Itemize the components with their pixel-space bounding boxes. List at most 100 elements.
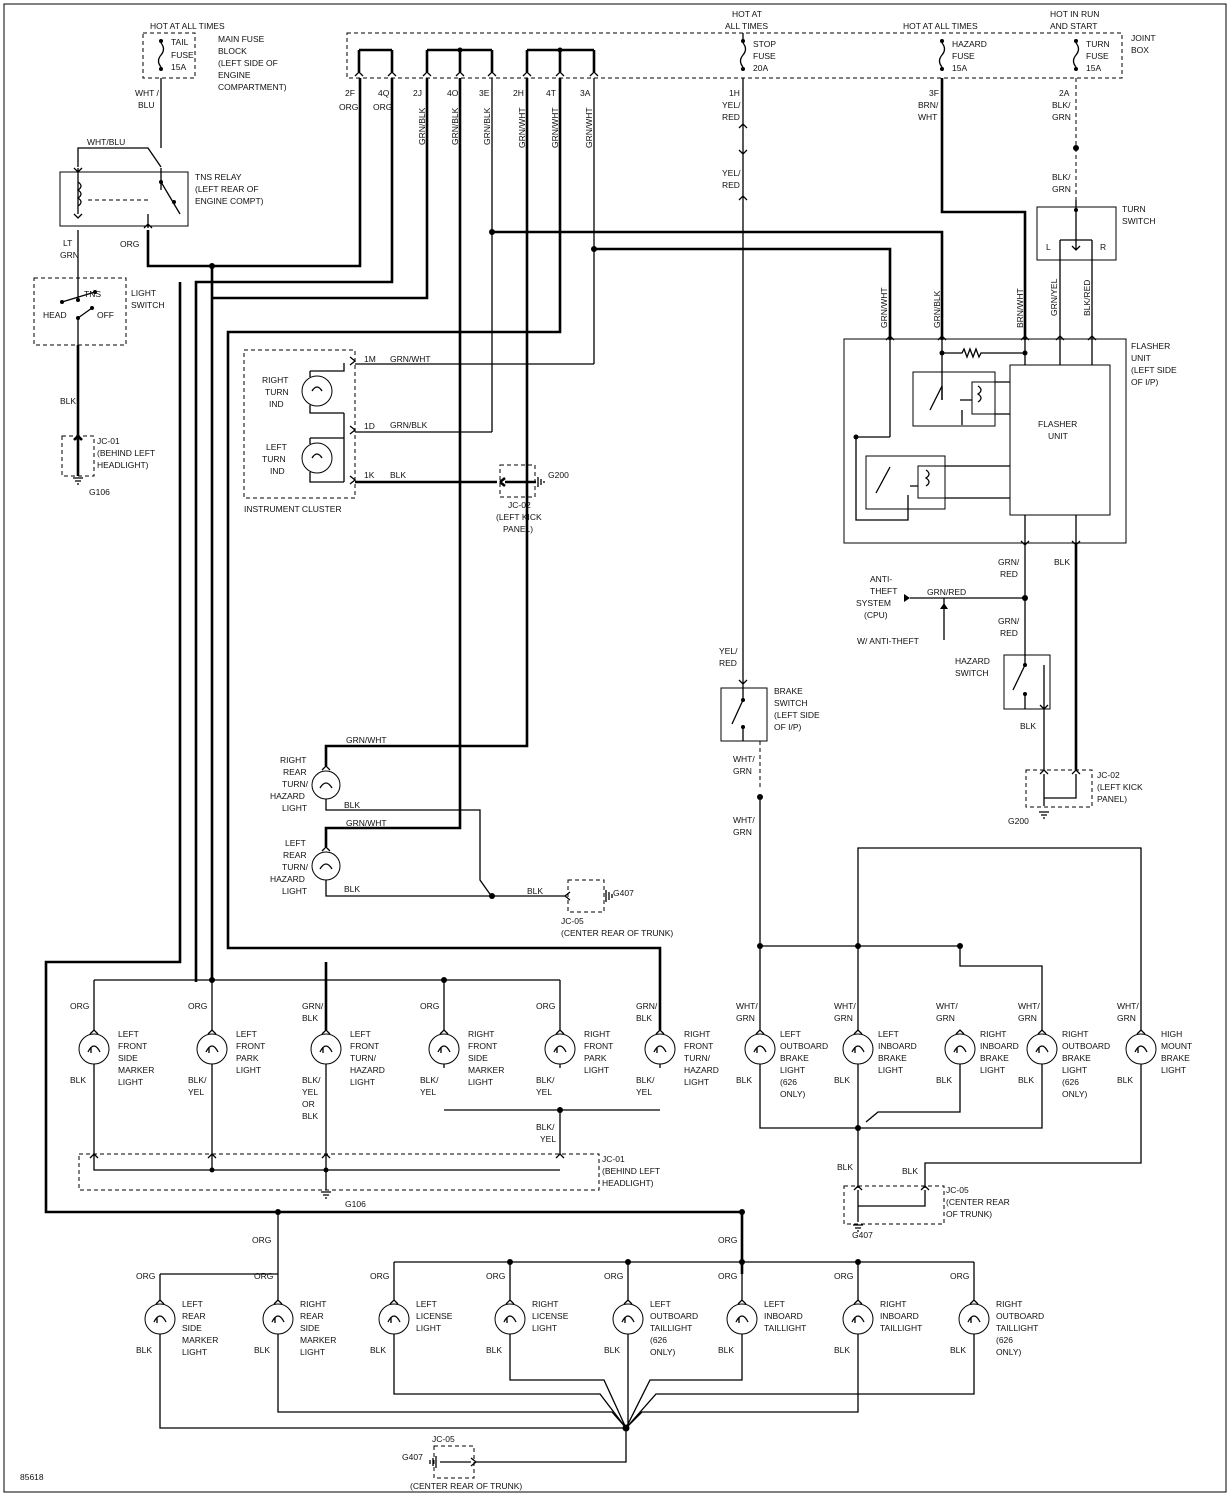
svg-text:MARKER: MARKER bbox=[182, 1335, 218, 1345]
svg-text:BLK: BLK bbox=[486, 1345, 502, 1355]
svg-text:ORG: ORG bbox=[604, 1271, 623, 1281]
svg-text:FRONT: FRONT bbox=[350, 1041, 379, 1051]
svg-text:LEFT: LEFT bbox=[182, 1299, 203, 1309]
tns-relay-label: TNS RELAY (LEFT REAR OF ENGINE COMPT) bbox=[195, 172, 264, 206]
wire-org-4q bbox=[194, 78, 394, 982]
svg-text:ORG: ORG bbox=[486, 1271, 505, 1281]
svg-text:LIGHT: LIGHT bbox=[182, 1347, 207, 1357]
svg-text:BLK: BLK bbox=[302, 1013, 318, 1023]
wire-2j bbox=[212, 78, 429, 300]
svg-text:1D: 1D bbox=[364, 421, 375, 431]
svg-text:FRONT: FRONT bbox=[584, 1041, 613, 1051]
svg-text:G200: G200 bbox=[548, 470, 569, 480]
svg-text:15A: 15A bbox=[952, 63, 967, 73]
svg-text:TAILLIGHT: TAILLIGHT bbox=[650, 1323, 692, 1333]
svg-text:20A: 20A bbox=[753, 63, 768, 73]
svg-text:COMPARTMENT): COMPARTMENT) bbox=[218, 82, 287, 92]
svg-text:LIGHT: LIGHT bbox=[282, 803, 307, 813]
svg-text:SYSTEM: SYSTEM bbox=[856, 598, 891, 608]
svg-text:BLK: BLK bbox=[1054, 557, 1070, 567]
svg-text:OFF: OFF bbox=[97, 310, 114, 320]
svg-text:INBOARD: INBOARD bbox=[880, 1311, 919, 1321]
svg-text:LEFT: LEFT bbox=[878, 1029, 899, 1039]
svg-text:BRAKE: BRAKE bbox=[878, 1053, 907, 1063]
svg-text:STOP: STOP bbox=[753, 39, 776, 49]
svg-text:(626: (626 bbox=[780, 1077, 797, 1087]
svg-text:ORG: ORG bbox=[373, 102, 392, 112]
svg-text:MAIN FUSE: MAIN FUSE bbox=[218, 34, 265, 44]
svg-text:SIDE: SIDE bbox=[182, 1323, 202, 1333]
svg-text:LIGHT: LIGHT bbox=[684, 1077, 709, 1087]
svg-text:4Q: 4Q bbox=[378, 88, 390, 98]
svg-text:LIGHT: LIGHT bbox=[131, 288, 156, 298]
svg-text:TURN: TURN bbox=[1122, 204, 1146, 214]
svg-text:ORG: ORG bbox=[718, 1235, 737, 1245]
svg-text:RIGHT: RIGHT bbox=[300, 1299, 326, 1309]
svg-text:UNIT: UNIT bbox=[1131, 353, 1151, 363]
svg-text:BLK: BLK bbox=[604, 1345, 620, 1355]
svg-text:YEL: YEL bbox=[540, 1134, 556, 1144]
svg-text:LIGHT: LIGHT bbox=[236, 1065, 261, 1075]
svg-text:BLK: BLK bbox=[834, 1075, 850, 1085]
svg-text:SWITCH: SWITCH bbox=[955, 668, 989, 678]
flasher-resistor bbox=[942, 347, 1025, 359]
svg-text:GRN/WHT: GRN/WHT bbox=[390, 354, 431, 364]
svg-text:LIGHT: LIGHT bbox=[282, 886, 307, 896]
svg-text:OF I/P): OF I/P) bbox=[774, 722, 802, 732]
svg-text:HOT AT ALL TIMES: HOT AT ALL TIMES bbox=[903, 21, 978, 31]
svg-text:GRN: GRN bbox=[60, 250, 79, 260]
right-rear-turn-light bbox=[311, 765, 493, 898]
svg-text:REAR: REAR bbox=[283, 767, 307, 777]
svg-text:RIGHT: RIGHT bbox=[880, 1299, 906, 1309]
svg-text:LEFT: LEFT bbox=[650, 1299, 671, 1309]
svg-text:MARKER: MARKER bbox=[118, 1065, 154, 1075]
svg-text:(BEHIND LEFT: (BEHIND LEFT bbox=[602, 1166, 660, 1176]
svg-text:JC-02: JC-02 bbox=[1097, 770, 1120, 780]
svg-text:(CENTER REAR OF TRUNK): (CENTER REAR OF TRUNK) bbox=[561, 928, 673, 938]
svg-text:ORG: ORG bbox=[254, 1271, 273, 1281]
flasher-terminals bbox=[885, 335, 1097, 341]
svg-text:GRN/YEL: GRN/YEL bbox=[1049, 278, 1059, 316]
svg-text:(CENTER REAR: (CENTER REAR bbox=[946, 1197, 1010, 1207]
svg-text:RED: RED bbox=[1000, 569, 1018, 579]
svg-text:OUTBOARD: OUTBOARD bbox=[996, 1311, 1044, 1321]
svg-text:TURN: TURN bbox=[265, 387, 289, 397]
svg-text:HOT IN RUN: HOT IN RUN bbox=[1050, 9, 1099, 19]
svg-text:GRN/BLK: GRN/BLK bbox=[482, 107, 492, 145]
svg-text:BLK/: BLK/ bbox=[188, 1075, 207, 1085]
jc01-bottom-label: JC-01 (BEHIND LEFT HEADLIGHT) bbox=[602, 1154, 660, 1188]
svg-text:GRN/BLK: GRN/BLK bbox=[390, 420, 428, 430]
svg-text:INBOARD: INBOARD bbox=[878, 1041, 917, 1051]
svg-text:FRONT: FRONT bbox=[684, 1041, 713, 1051]
svg-text:BLK: BLK bbox=[344, 800, 360, 810]
svg-text:ENGINE COMPT): ENGINE COMPT) bbox=[195, 196, 264, 206]
svg-text:BLK: BLK bbox=[70, 1075, 86, 1085]
svg-text:BLK/: BLK/ bbox=[302, 1075, 321, 1085]
svg-text:LIGHT: LIGHT bbox=[1062, 1065, 1087, 1075]
svg-text:MARKER: MARKER bbox=[300, 1335, 336, 1345]
wire-4o-left-rear bbox=[324, 78, 462, 847]
svg-text:BLK: BLK bbox=[390, 470, 406, 480]
svg-text:HAZARD: HAZARD bbox=[684, 1065, 719, 1075]
svg-text:BLK: BLK bbox=[254, 1345, 270, 1355]
svg-text:GRN: GRN bbox=[733, 827, 752, 837]
svg-text:GRN/WHT: GRN/WHT bbox=[550, 107, 560, 148]
svg-text:OUTBOARD: OUTBOARD bbox=[780, 1041, 828, 1051]
svg-text:GRN: GRN bbox=[733, 766, 752, 776]
svg-text:GRN/WHT: GRN/WHT bbox=[346, 735, 387, 745]
svg-text:BLK: BLK bbox=[902, 1166, 918, 1176]
svg-text:LIGHT: LIGHT bbox=[584, 1065, 609, 1075]
svg-text:RIGHT: RIGHT bbox=[280, 755, 306, 765]
svg-text:3F: 3F bbox=[929, 88, 939, 98]
svg-text:LEFT: LEFT bbox=[350, 1029, 371, 1039]
wire-grn-blk-flasher bbox=[492, 230, 944, 340]
svg-text:GRN/: GRN/ bbox=[302, 1001, 324, 1011]
svg-text:G106: G106 bbox=[345, 1199, 366, 1209]
